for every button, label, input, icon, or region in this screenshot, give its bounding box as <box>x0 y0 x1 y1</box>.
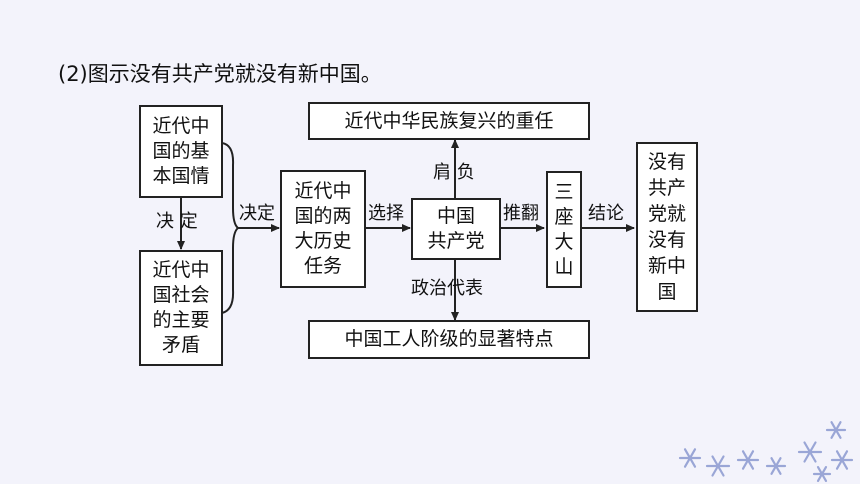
box-basic-situation: 近代中 国的基 本国情 <box>139 105 223 198</box>
curly-brace <box>221 142 240 314</box>
box-party: 中国 共产党 <box>411 198 501 260</box>
page-heading: (2)图示没有共产党就没有新中国。 <box>58 62 382 86</box>
box-main-contradiction: 近代中 国社会 的主要 矛盾 <box>139 250 223 366</box>
label-decide-horizontal: 决定 <box>239 203 275 224</box>
label-represent: 政治代表 <box>411 278 483 299</box>
label-conclusion: 结论 <box>588 203 624 224</box>
label-shoulder: 肩 负 <box>433 162 475 183</box>
box-revival: 近代中华民族复兴的重任 <box>308 102 590 140</box>
box-three-mountains: 三 座 大 山 <box>546 171 582 288</box>
box-historic-tasks: 近代中 国的两 大历史 任务 <box>280 170 366 288</box>
box-conclusion: 没有 共产 党就 没有 新中 国 <box>636 142 698 312</box>
label-decide-vertical: 决 定 <box>156 211 198 232</box>
label-choose: 选择 <box>368 203 404 224</box>
box-working-class: 中国工人阶级的显著特点 <box>308 320 590 359</box>
label-overthrow: 推翻 <box>503 203 539 224</box>
